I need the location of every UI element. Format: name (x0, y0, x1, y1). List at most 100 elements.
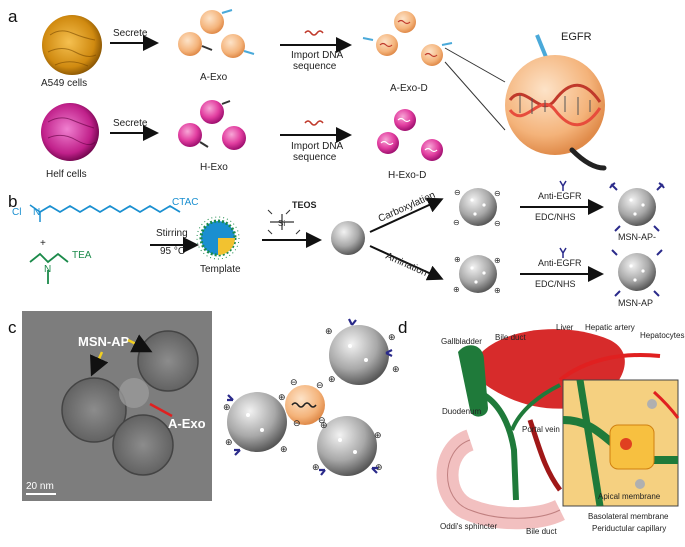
tea-label: TEA (72, 250, 92, 261)
hepatic-artery-label: Hepatic artery (585, 323, 635, 332)
basolateral-membrane-label: Basolateral membrane (588, 512, 669, 521)
svg-text:⊕: ⊕ (280, 445, 288, 455)
msn-carboxylated-icon: ⊖ ⊖ ⊖ ⊖ (453, 188, 501, 228)
import-label-1a: Import DNA (291, 50, 344, 61)
svg-text:⊖: ⊖ (494, 189, 501, 198)
svg-text:⊕: ⊕ (325, 327, 333, 337)
liver-anatomy-illustration (436, 329, 680, 530)
amination-arrow (369, 245, 444, 281)
a-exo-label: A-Exo (200, 72, 228, 83)
a-exo-group-icon (178, 9, 255, 58)
import-label-2a: Import DNA (291, 141, 344, 152)
zoom-line-2 (444, 61, 506, 131)
ctac-label: CTAC (172, 197, 198, 208)
svg-text:⊖: ⊖ (494, 219, 501, 228)
svg-text:⊖: ⊖ (293, 419, 301, 429)
teos-molecule-icon (267, 209, 301, 235)
svg-text:⊖: ⊖ (453, 218, 460, 227)
a-exo-d-group-icon (362, 11, 453, 66)
msn-ap-exo-complex-icon: ⊕ ⊕ ⊕ ⊕ ⊕ ⊕ ⊕ ⊕ ⊕ ⊕ ⊕ ⊕ ⊖ ⊖ ⊖ ⊖ (223, 318, 400, 476)
portal-vein-label: Portal vein (522, 425, 560, 434)
bile-duct-top-label: Bile duct (495, 333, 526, 342)
h-exo-label: H-Exo (200, 162, 228, 173)
si-label: Si (278, 219, 285, 228)
svg-text:⊕: ⊕ (374, 431, 382, 441)
import-label-1b: sequence (293, 61, 337, 72)
temperature-label: 95 °C (160, 246, 185, 257)
scale-bar-label: 20 nm (26, 481, 54, 492)
bile-duct-bottom-label: Bile duct (526, 527, 557, 536)
ctac-molecule-icon (29, 204, 181, 222)
svg-text:⊕: ⊕ (388, 333, 396, 343)
h-exo-d-group-icon (377, 109, 443, 161)
panel-b-label: b (8, 192, 17, 211)
svg-text:⊕: ⊕ (225, 438, 233, 448)
antibody-icon (559, 180, 567, 191)
tea-plus: + (40, 238, 46, 249)
import-label-2b: sequence (293, 152, 337, 163)
egfr-label: EGFR (561, 31, 592, 43)
edc-nhs-label-1: EDC/NHS (535, 212, 576, 222)
svg-text:⊕: ⊕ (453, 285, 460, 294)
duodenum-label: Duodenum (442, 407, 481, 416)
ctac-n-label: N (33, 207, 40, 218)
h-exo-group-icon (178, 100, 246, 150)
carboxylation-arrow (369, 197, 444, 233)
a-exo-tem-label: A-Exo (168, 416, 206, 431)
msn-ap-minus-label: MSN-AP- (618, 232, 656, 242)
gallbladder-label: Gallbladder (441, 337, 482, 346)
svg-text:⊕: ⊕ (278, 393, 286, 403)
secrete-label-1: Secrete (113, 28, 148, 39)
carboxylation-label: Carboxylation (377, 190, 437, 225)
a-exo-pointer (149, 402, 173, 418)
hepatocytes-label: Hepatocytes (640, 331, 684, 340)
msn-ap-minus-icon (609, 182, 665, 232)
svg-text:⊕: ⊕ (494, 286, 501, 295)
periductular-capillary-label: Periductular capillary (592, 524, 666, 533)
anti-egfr-label-1: Anti-EGFR (538, 191, 582, 201)
template-label: Template (200, 264, 241, 275)
template-micelle-icon (196, 216, 240, 260)
stirring-label: Stirring (156, 228, 188, 239)
msn-aminated-icon: ⊕ ⊕ ⊕ ⊕ (453, 255, 501, 295)
a549-cell-icon (42, 15, 102, 75)
liver-label: Liver (556, 323, 574, 332)
dna-icon (304, 30, 324, 36)
svg-text:⊖: ⊖ (454, 188, 461, 197)
helf-cells-label: Helf cells (46, 169, 87, 180)
svg-text:⊖: ⊖ (290, 378, 298, 388)
edc-nhs-label-2: EDC/NHS (535, 279, 576, 289)
svg-text:⊕: ⊕ (328, 375, 336, 385)
amination-label: Amination (384, 251, 429, 279)
svg-text:⊕: ⊕ (392, 365, 400, 375)
tea-molecule-icon (29, 252, 69, 284)
helf-cell-icon (41, 103, 99, 161)
svg-text:⊕: ⊕ (320, 421, 328, 431)
anti-egfr-label-2: Anti-EGFR (538, 258, 582, 268)
svg-text:⊕: ⊕ (223, 403, 231, 413)
msn-ap-label: MSN-AP (618, 298, 653, 308)
a-exo-d-label: A-Exo-D (390, 83, 428, 94)
zoom-line-1 (444, 47, 506, 83)
teos-label: TEOS (292, 200, 317, 210)
svg-text:⊕: ⊕ (494, 256, 501, 265)
h-exo-d-label: H-Exo-D (388, 170, 426, 181)
dna-icon (304, 120, 324, 126)
msn-ap-pointer-1 (90, 351, 109, 377)
exo-zoom-sphere-icon (505, 34, 607, 171)
svg-text:⊕: ⊕ (312, 463, 320, 473)
msn-ap-pointer-2 (127, 334, 153, 353)
a549-cells-label: A549 cells (41, 78, 87, 89)
apical-membrane-label: Apical membrane (598, 492, 661, 501)
msn-ap-tem-label: MSN-AP (78, 334, 130, 349)
panel-a-label: a (8, 7, 18, 26)
svg-text:⊖: ⊖ (318, 416, 326, 426)
oddi-sphincter-label: Oddi's sphincter (440, 522, 497, 531)
svg-text:⊕: ⊕ (454, 255, 461, 264)
svg-text:⊖: ⊖ (316, 381, 324, 391)
antibody-icon (559, 247, 567, 258)
panel-c-label: c (8, 318, 17, 337)
tea-n-label: N (44, 264, 51, 275)
ctac-ion-label: Cl (12, 207, 21, 218)
svg-text:⊕: ⊕ (375, 463, 383, 473)
